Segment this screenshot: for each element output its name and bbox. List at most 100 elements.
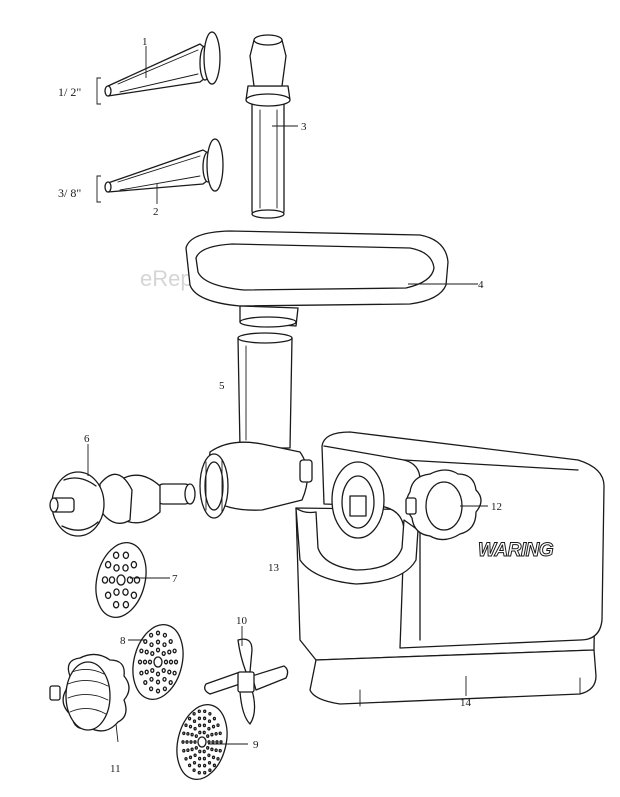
plate-hole	[211, 755, 216, 760]
plate-hole	[162, 676, 167, 682]
plate-hole	[149, 676, 154, 682]
size-label-half-inch: 1/ 2"	[58, 85, 81, 99]
plate-hole	[172, 648, 177, 654]
plate-hole	[148, 632, 154, 638]
callout-1: 1	[142, 36, 148, 48]
plate-hole	[188, 724, 193, 729]
plate-hole	[168, 680, 173, 685]
plate-hole	[162, 632, 168, 638]
callout-11: 11	[110, 763, 121, 775]
plate-hole	[139, 648, 144, 654]
plate-hole	[122, 564, 129, 572]
plate-hole	[168, 659, 174, 665]
plate-hole	[122, 600, 130, 609]
plate-hole	[167, 669, 172, 675]
plate-hole	[112, 600, 120, 609]
plate-hole	[211, 740, 215, 744]
size-label-three-eighths: 3/ 8"	[58, 186, 81, 200]
plate-hole	[147, 659, 153, 665]
plate-hole	[144, 649, 149, 655]
plate-hole	[155, 647, 161, 653]
plate-hole	[192, 711, 196, 716]
plate-hole	[215, 740, 219, 744]
plate-hole	[212, 716, 217, 721]
locking-knob	[405, 469, 482, 541]
plate-hole	[108, 576, 116, 584]
plate-hole	[144, 669, 149, 675]
plate-hole	[210, 747, 214, 752]
plate-hole	[194, 746, 198, 750]
callout-10: 10	[236, 615, 248, 627]
plate-hole	[163, 659, 169, 665]
callout-8: 8	[120, 635, 126, 647]
cutting-blade	[204, 638, 289, 725]
callout-4: 4	[478, 279, 484, 291]
plate-hole	[207, 726, 211, 731]
brand-logo: WARING	[478, 540, 554, 561]
leader-lines	[87, 46, 488, 745]
plate-hole	[173, 659, 179, 665]
plate-hole	[184, 756, 188, 761]
plate-hole	[207, 719, 212, 724]
plate-hole	[139, 670, 144, 676]
plate-hole	[143, 680, 148, 685]
plate-hole	[130, 560, 138, 569]
plate-hole	[190, 747, 194, 752]
plate-hole	[155, 671, 161, 677]
plate-hole	[172, 670, 177, 676]
sausage-funnel-small	[104, 138, 224, 193]
plate-hole	[202, 716, 207, 721]
food-tray	[185, 230, 449, 328]
plate-hole	[161, 651, 166, 656]
plate-hole	[182, 731, 186, 736]
ring-nut	[49, 653, 130, 732]
plate-hole	[168, 639, 173, 644]
plate-hole	[186, 748, 190, 753]
callout-7: 7	[172, 573, 178, 585]
plate-hole	[190, 732, 194, 737]
plate-hole	[122, 551, 130, 560]
plate-hole	[210, 732, 214, 737]
plate-hole	[202, 749, 206, 754]
grinding-plate-medium	[132, 624, 184, 700]
plate-hole	[193, 726, 197, 731]
plate-hole	[187, 763, 192, 768]
plate-hole	[101, 576, 109, 584]
plate-hole	[214, 731, 218, 736]
plate-center-hole	[116, 574, 126, 586]
plate-hole	[206, 734, 210, 738]
plate-hole	[162, 686, 168, 692]
plate-center-hole	[153, 656, 163, 668]
plate-hole	[113, 588, 120, 596]
plate-hole	[192, 768, 196, 773]
plate-hole	[208, 711, 212, 716]
callout-13: 13	[268, 562, 280, 574]
feed-screw	[49, 471, 196, 537]
callout-14: 14	[460, 697, 472, 709]
plate-hole	[189, 740, 193, 744]
plate-hole	[219, 740, 223, 744]
plate-hole	[194, 734, 198, 738]
plate-hole	[104, 591, 112, 600]
motor-base: WARING	[295, 431, 605, 707]
plate-hole	[182, 748, 186, 753]
callout-5: 5	[219, 380, 225, 392]
callout-12: 12	[491, 501, 502, 513]
plate-hole	[197, 756, 202, 761]
plate-hole	[207, 753, 211, 758]
grinder-head	[199, 332, 313, 519]
plate-hole	[161, 668, 166, 673]
plate-hole	[193, 753, 197, 758]
plate-hole	[216, 723, 220, 728]
plate-hole	[186, 731, 190, 736]
plate-hole	[184, 723, 188, 728]
sausage-funnel-large	[104, 31, 221, 97]
plate-hole	[155, 679, 161, 685]
plate-hole	[113, 564, 120, 572]
plate-hole	[142, 659, 148, 665]
plate-hole	[162, 642, 167, 648]
plate-hole	[137, 659, 143, 665]
plate-hole	[148, 686, 154, 692]
